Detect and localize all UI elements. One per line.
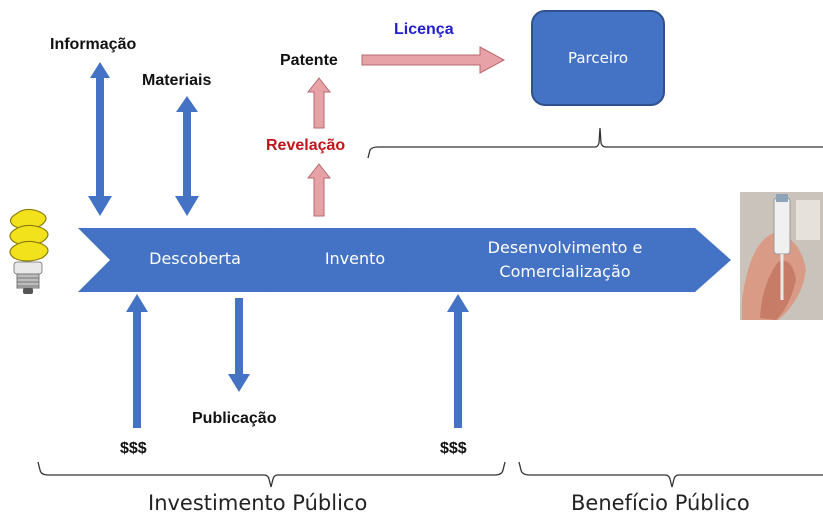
dinheiro-1-up-arrow bbox=[126, 294, 148, 428]
stage-desenvolvimento-label: Desenvolvimento e Comercialização bbox=[445, 236, 685, 284]
parceiro-box: Parceiro bbox=[531, 10, 665, 106]
revelacao-label: Revelação bbox=[266, 137, 346, 154]
stage-desenvolvimento-line2: Comercialização bbox=[499, 262, 631, 281]
dinheiro-label-2: $$$ bbox=[440, 440, 467, 457]
materiais-double-arrow bbox=[175, 96, 199, 216]
beneficio-bracket bbox=[518, 461, 823, 488]
pipeline bbox=[78, 228, 731, 292]
stage-desenvolvimento-line1: Desenvolvimento e bbox=[487, 238, 643, 257]
investimento-bracket bbox=[37, 461, 506, 488]
chevron-invento bbox=[268, 228, 442, 292]
light-bulb-icon bbox=[9, 208, 49, 294]
revelacao-up-arrows bbox=[306, 77, 332, 217]
revelacao-bracket bbox=[367, 127, 823, 159]
informacao-label: Informação bbox=[50, 36, 137, 53]
dinheiro-label-1: $$$ bbox=[120, 440, 147, 457]
investimento-publico-label: Investimento Público bbox=[148, 491, 368, 515]
chevron-desenvolvimento bbox=[405, 228, 731, 292]
publicacao-label: Publicação bbox=[192, 410, 277, 427]
licenca-label: Licença bbox=[394, 21, 454, 38]
vaccine-photo bbox=[740, 192, 823, 320]
parceiro-label: Parceiro bbox=[567, 49, 629, 67]
stage-descoberta-label: Descoberta bbox=[149, 249, 241, 268]
chevron-descoberta bbox=[78, 228, 305, 292]
beneficio-publico-label: Benefício Público bbox=[571, 491, 750, 515]
materiais-label: Materiais bbox=[142, 72, 212, 89]
stage-invento-label: Invento bbox=[324, 249, 386, 268]
licenca-right-arrow bbox=[361, 46, 506, 74]
dinheiro-2-up-arrow bbox=[447, 294, 469, 428]
informacao-double-arrow bbox=[88, 62, 112, 216]
publicacao-down-arrow bbox=[228, 298, 250, 392]
patente-label: Patente bbox=[280, 52, 338, 69]
